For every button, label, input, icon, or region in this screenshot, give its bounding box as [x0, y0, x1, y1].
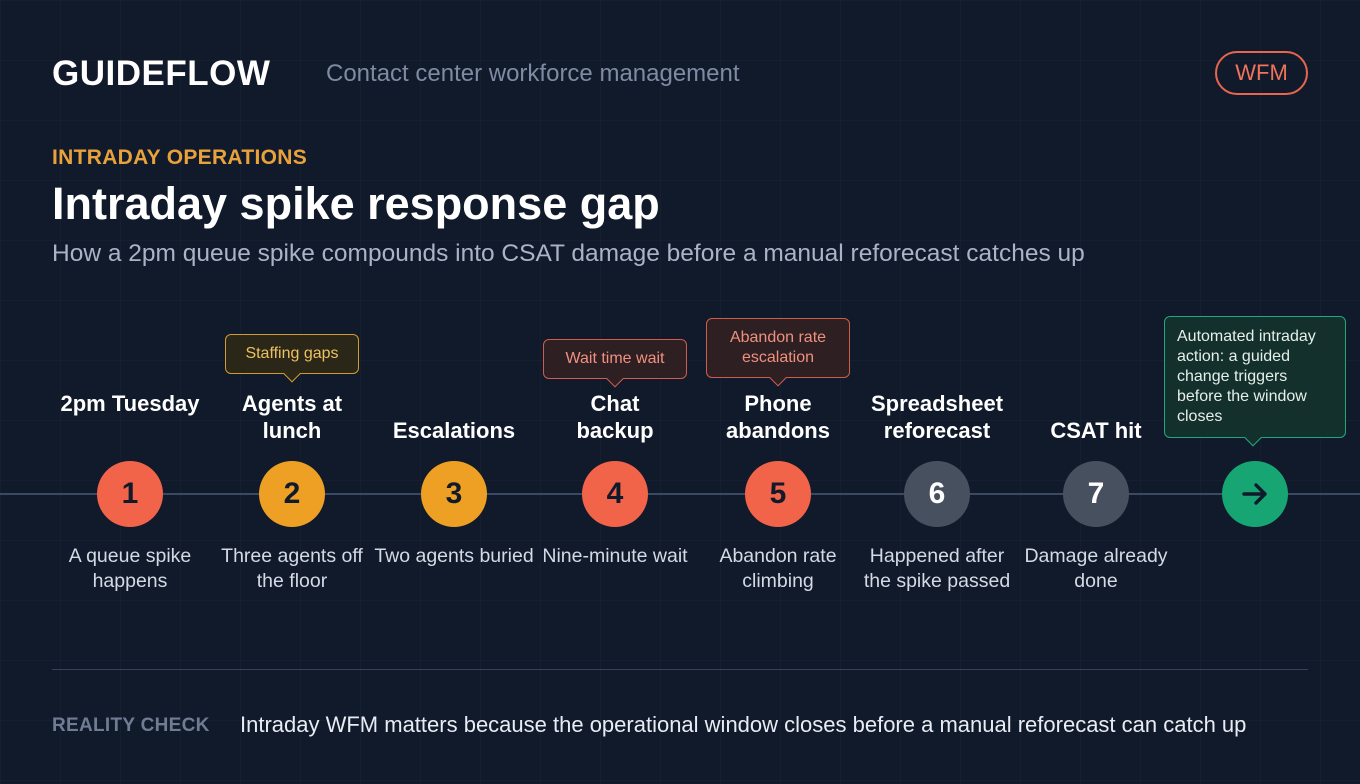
step-2-title: Agents at lunch [241, 391, 343, 443]
reality-check-label: REALITY CHECK [52, 715, 210, 736]
timeline-line [0, 493, 1360, 495]
step-2-circle: 2 [259, 461, 325, 527]
step-7-title: CSAT hit [1050, 418, 1142, 443]
step-6-title: Spreadsheet reforecast [870, 391, 1004, 443]
page-subtitle: How a 2pm queue spike compounds into CSA… [52, 240, 1085, 267]
step-4-callout: Wait time wait [543, 339, 687, 379]
step-6-desc: Happened after the spike passed [863, 545, 1011, 592]
step-2-callout: Staffing gaps [225, 334, 359, 374]
step-7-circle: 7 [1063, 461, 1129, 527]
reality-check-text: Intraday WFM matters because the operati… [240, 712, 1247, 737]
step-7-desc: Damage already done [1024, 545, 1168, 592]
step-5-title: Phone abandons [726, 391, 830, 443]
step-1-title: 2pm Tuesday [60, 391, 200, 416]
step-5-callout: Abandon rate escalation [706, 318, 850, 378]
brand-logo: GUIDEFLOW [52, 54, 271, 93]
step-1-circle: 1 [97, 461, 163, 527]
footer-divider [52, 669, 1308, 670]
step-3-desc: Two agents buried [374, 545, 534, 567]
brand-subtitle: Contact center workforce management [326, 60, 740, 87]
arrow-right-icon [1242, 483, 1267, 505]
step-4-desc: Nine-minute wait [542, 545, 688, 567]
step-3-title: Escalations [392, 418, 516, 443]
step-4-circle: 4 [582, 461, 648, 527]
step-1-desc: A queue spike happens [68, 545, 192, 592]
page-title: Intraday spike response gap [52, 178, 660, 229]
step-4-title: Chat backup [576, 391, 654, 443]
step-3-circle: 3 [421, 461, 487, 527]
step-5-circle: 5 [745, 461, 811, 527]
step-5-desc: Abandon rate climbing [719, 545, 837, 592]
section-eyebrow: INTRADAY OPERATIONS [52, 146, 308, 169]
step-6-circle: 6 [904, 461, 970, 527]
step-2-desc: Three agents off the floor [221, 545, 363, 592]
automated-action-callout: Automated intraday action: a guided chan… [1164, 316, 1346, 438]
final-action-circle [1222, 461, 1288, 527]
wfm-badge: WFM [1215, 51, 1308, 95]
